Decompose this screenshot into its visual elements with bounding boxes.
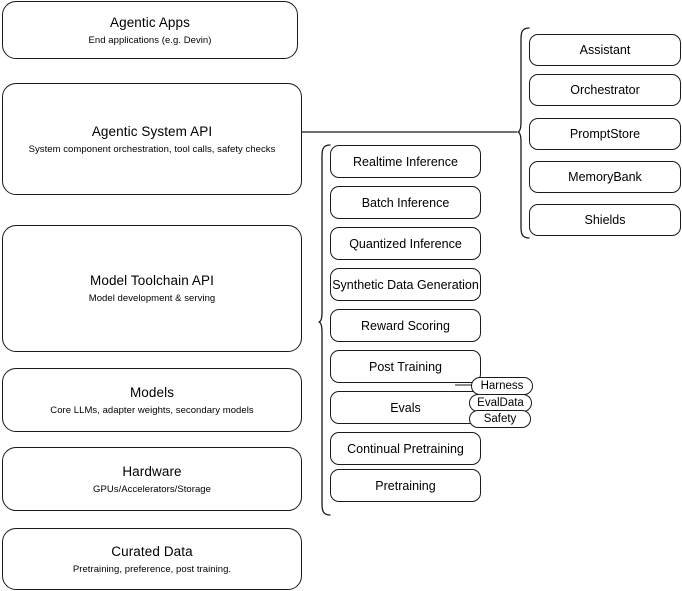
toolchain-item-synthetic-data-generation[interactable]: Synthetic Data Generation [330,268,481,301]
toolchain-item-pretraining[interactable]: Pretraining [330,469,481,502]
toolchain-item-label: Pretraining [375,478,436,493]
toolchain-item-label: Realtime Inference [353,154,458,169]
layer-subtitle: Model development & serving [88,293,216,304]
toolchain-item-label: Synthetic Data Generation [332,277,479,292]
layer-title: Hardware [122,463,182,479]
toolchain-item-realtime-inference[interactable]: Realtime Inference [330,145,481,178]
evals-badge-label: Harness [480,380,524,392]
toolchain-item-continual-pretraining[interactable]: Continual Pretraining [330,432,481,465]
system-item-promptstore[interactable]: PromptStore [529,118,681,150]
system-item-orchestrator[interactable]: Orchestrator [529,74,681,106]
toolchain-item-label: Post Training [369,359,442,374]
system-item-label: PromptStore [569,127,641,141]
layer-card-curated-data[interactable]: Curated Data Pretraining, preference, po… [2,528,302,590]
layer-card-agentic-system-api[interactable]: Agentic System API System component orch… [2,83,302,195]
evals-badge-label: Safety [483,413,517,425]
layer-subtitle: System component orchestration, tool cal… [28,143,276,155]
toolchain-item-label: Continual Pretraining [347,441,464,456]
system-item-label: Assistant [579,43,631,57]
evals-badge-label: EvalData [477,397,524,409]
brace-toolchain-components [318,144,331,516]
layer-title: Curated Data [111,543,193,559]
system-item-label: MemoryBank [568,170,642,184]
layer-card-agentic-apps[interactable]: Agentic Apps End applications (e.g. Devi… [2,1,298,59]
system-item-memorybank[interactable]: MemoryBank [529,161,681,193]
layer-title: Agentic System API [91,123,213,139]
toolchain-item-evals[interactable]: Evals [330,391,481,424]
evals-badge-safety[interactable]: Safety [469,410,531,428]
layer-subtitle: Core LLMs, adapter weights, secondary mo… [50,404,254,416]
layer-card-model-toolchain-api[interactable]: Model Toolchain API Model development & … [2,225,302,352]
system-item-assistant[interactable]: Assistant [529,34,681,66]
toolchain-item-label: Reward Scoring [361,318,450,333]
toolchain-item-label: Quantized Inference [349,236,462,251]
evals-badge-harness[interactable]: Harness [471,377,533,395]
brace-system-components [517,27,530,239]
layer-subtitle: GPUs/Accelerators/Storage [93,483,211,495]
system-item-label: Orchestrator [570,83,640,97]
layer-card-hardware[interactable]: Hardware GPUs/Accelerators/Storage [2,447,302,511]
layer-title: Models [129,384,175,400]
toolchain-item-label: Evals [390,400,421,415]
layer-subtitle: Pretraining, preference, post training. [72,563,232,575]
system-item-shields[interactable]: Shields [529,204,681,236]
layer-card-models[interactable]: Models Core LLMs, adapter weights, secon… [2,368,302,432]
layer-subtitle: End applications (e.g. Devin) [88,34,212,46]
toolchain-item-reward-scoring[interactable]: Reward Scoring [330,309,481,342]
layer-title: Agentic Apps [109,14,190,30]
toolchain-item-post-training[interactable]: Post Training [330,350,481,383]
system-item-label: Shields [584,213,626,227]
toolchain-item-batch-inference[interactable]: Batch Inference [330,186,481,219]
layer-title: Model Toolchain API [90,273,214,288]
toolchain-item-label: Batch Inference [361,195,450,210]
toolchain-item-quantized-inference[interactable]: Quantized Inference [330,227,481,260]
